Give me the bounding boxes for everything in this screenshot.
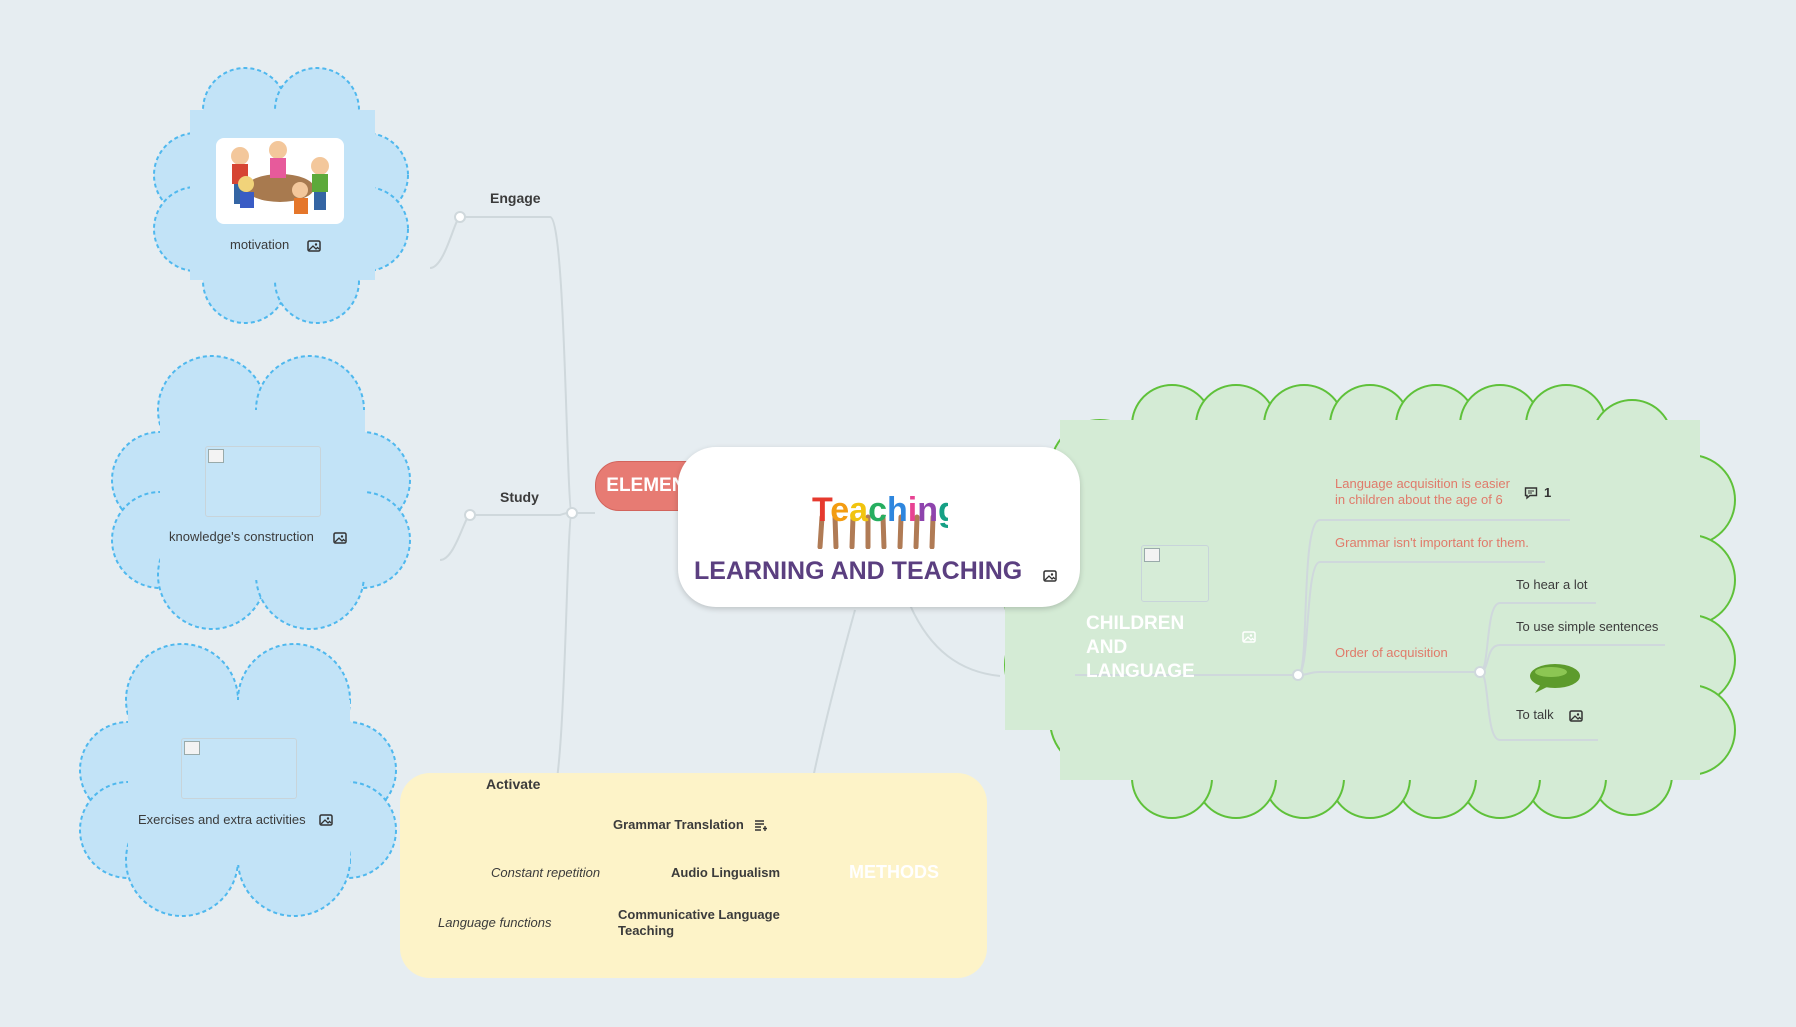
exercises-image-placeholder (181, 738, 297, 799)
note-constant-repetition[interactable]: Constant repetition (491, 865, 601, 880)
speech-bubble-image (1530, 664, 1580, 693)
cloud-exercises (79, 643, 397, 917)
branch-engage[interactable]: Engage (490, 190, 541, 206)
method-communicative[interactable]: Communicative Language Teaching (618, 907, 780, 938)
children-fact-age[interactable]: Language acquisition is easier in childr… (1335, 476, 1510, 507)
cloud-children (1004, 384, 1736, 819)
children-playing-illustration (231, 141, 329, 214)
methods-boundary (400, 773, 987, 978)
teaching-logo: Teaching (812, 491, 948, 549)
notes-icon[interactable] (754, 818, 768, 832)
acquisition-simple-sentences[interactable]: To use simple sentences (1516, 619, 1659, 634)
knowledge-image-placeholder (205, 446, 321, 517)
cloud-knowledge (111, 355, 411, 630)
methods-node[interactable]: METHODS (849, 862, 939, 882)
method-grammar-translation[interactable]: Grammar Translation (613, 817, 744, 832)
comment-count: 1 (1544, 485, 1552, 500)
central-topic[interactable]: Teaching LEARNING AND TEACHING (678, 447, 1080, 607)
image-icon[interactable] (1569, 709, 1583, 723)
image-icon[interactable] (1242, 630, 1256, 644)
method-audio-lingualism[interactable]: Audio Lingualism (671, 865, 781, 880)
leaf-knowledge-construction[interactable]: knowledge's construction (169, 529, 314, 544)
acquisition-hear[interactable]: To hear a lot (1516, 577, 1588, 592)
leaf-exercises[interactable]: Exercises and extra activities (138, 812, 306, 827)
branch-activate[interactable]: Activate (486, 776, 541, 792)
image-icon[interactable] (1043, 569, 1057, 583)
comment-icon[interactable] (1524, 486, 1538, 500)
image-icon[interactable] (319, 813, 333, 827)
image-icon[interactable] (333, 531, 347, 545)
teaching-logo-text: Teaching (812, 491, 948, 529)
motivation-image (216, 138, 344, 224)
acquisition-talk[interactable]: To talk (1516, 707, 1554, 722)
children-image-placeholder (1141, 545, 1209, 602)
children-order-of-acquisition[interactable]: Order of acquisition (1335, 645, 1448, 660)
branch-study[interactable]: Study (500, 489, 539, 505)
central-title: LEARNING AND TEACHING (694, 557, 1023, 585)
leaf-motivation[interactable]: motivation (230, 237, 290, 252)
image-icon[interactable] (307, 239, 321, 253)
children-fact-grammar[interactable]: Grammar isn't important for them. (1335, 535, 1529, 550)
children-node[interactable]: CHILDREN AND LANGUAGE (1086, 613, 1195, 682)
note-language-functions[interactable]: Language functions (438, 915, 552, 930)
